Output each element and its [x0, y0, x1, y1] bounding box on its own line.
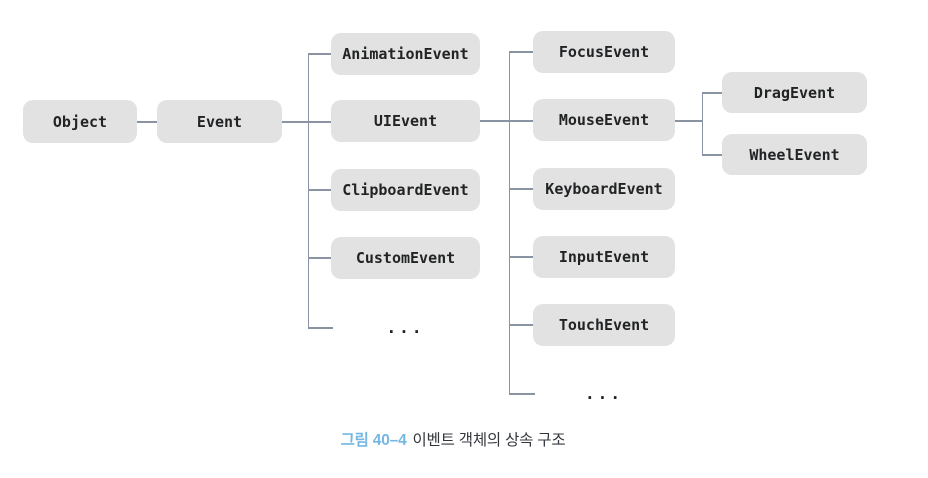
connector-event-uievent: [282, 121, 331, 123]
ellipsis-event-children: ...: [386, 317, 425, 337]
connector-object-event: [137, 121, 157, 123]
node-clipboardevent: ClipboardEvent: [331, 169, 480, 211]
node-event: Event: [157, 100, 282, 143]
ellipsis-uievent-children: ...: [585, 383, 623, 403]
figure-caption-text: 이벤트 객체의 상속 구조: [412, 432, 566, 449]
connector-event-ellipsis: [308, 327, 333, 329]
connector-event-clipboardevent: [308, 189, 331, 191]
node-keyboardevent: KeyboardEvent: [533, 168, 675, 210]
connector-mouseevent-wheelevent: [702, 154, 722, 156]
connector-event-animationevent: [308, 53, 331, 55]
connector-mouseevent-children-trunk: [701, 92, 703, 155]
node-dragevent: DragEvent: [722, 72, 867, 113]
node-animationevent: AnimationEvent: [331, 33, 480, 75]
connector-uievent-focusevent: [509, 51, 533, 53]
connector-uievent-children-trunk: [508, 51, 510, 394]
connector-uievent-touchevent: [509, 324, 533, 326]
connector-uievent-inputevent: [509, 256, 533, 258]
connector-mouseevent-dragevent: [702, 92, 722, 94]
connector-event-children-trunk: [307, 53, 309, 328]
node-customevent: CustomEvent: [331, 237, 480, 279]
node-object: Object: [23, 100, 137, 143]
node-touchevent: TouchEvent: [533, 304, 675, 346]
connector-mouseevent-trunk: [675, 120, 702, 122]
node-focusevent: FocusEvent: [533, 31, 675, 73]
figure-number-label: 그림 40–4: [340, 432, 407, 449]
node-mouseevent: MouseEvent: [533, 99, 675, 141]
connector-uievent-ellipsis: [509, 393, 535, 395]
connector-uievent-keyboardevent: [509, 188, 533, 190]
node-wheelevent: WheelEvent: [722, 134, 867, 175]
node-uievent: UIEvent: [331, 100, 480, 142]
connector-uievent-mouseevent: [480, 120, 533, 122]
node-inputevent: InputEvent: [533, 236, 675, 278]
connector-event-customevent: [308, 257, 331, 259]
figure-caption: 그림 40–4 이벤트 객체의 상속 구조: [0, 428, 906, 450]
